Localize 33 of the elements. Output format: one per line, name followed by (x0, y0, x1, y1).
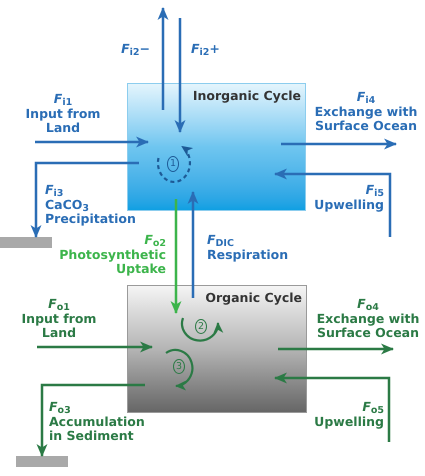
numbered-circle: 1 (167, 156, 179, 172)
flux-label: F$_{o3}$ Accumulation in Sediment (49, 400, 146, 444)
flux-arrow (36, 384, 145, 457)
cycle-box (127, 285, 307, 413)
flux-arrow (274, 372, 390, 442)
flux-label: F$_{o1}$ Input from Land (20, 297, 98, 340)
flux-arrow (158, 7, 168, 110)
flux-label: F$_{DIC}$ Respiration (207, 233, 290, 262)
sediment-bar (0, 237, 52, 248)
flux-arrow (30, 162, 139, 238)
flux-arrow (281, 138, 397, 150)
flux-label: F$_{i5}$ Upwelling (313, 183, 384, 212)
flux-arrow (35, 136, 149, 148)
sediment-bar (16, 456, 68, 467)
flux-label: F$_{i3}$ CaCO$_{3}$ Precipitation (45, 183, 137, 226)
flux-label: F$_{o2}$ Photosynthetic Uptake (58, 233, 166, 276)
flux-arrow (37, 342, 153, 352)
flux-label: F$_{o5}$ Upwelling (313, 400, 384, 429)
flux-label: F$_{i2}$+ (191, 42, 221, 56)
flux-arrow (274, 168, 392, 237)
flux-label: F$_{i2}$− (120, 42, 150, 56)
flux-arrow (170, 199, 182, 314)
flux-arrow (278, 344, 394, 354)
flux-arrow (188, 191, 198, 298)
cycle-title: Organic Cycle (205, 290, 302, 305)
flux-label: F$_{i1}$ Input from Land (24, 92, 102, 136)
flux-label: F$_{i4}$ Exchange with Surface Ocean (314, 90, 418, 134)
numbered-circle: 3 (173, 359, 185, 374)
cycle-box (127, 83, 306, 211)
flux-arrow (174, 18, 186, 133)
flux-label: F$_{o4}$ Exchange with Surface Ocean (316, 297, 420, 340)
cycle-title: Inorganic Cycle (192, 88, 301, 103)
numbered-circle: 2 (195, 319, 207, 334)
